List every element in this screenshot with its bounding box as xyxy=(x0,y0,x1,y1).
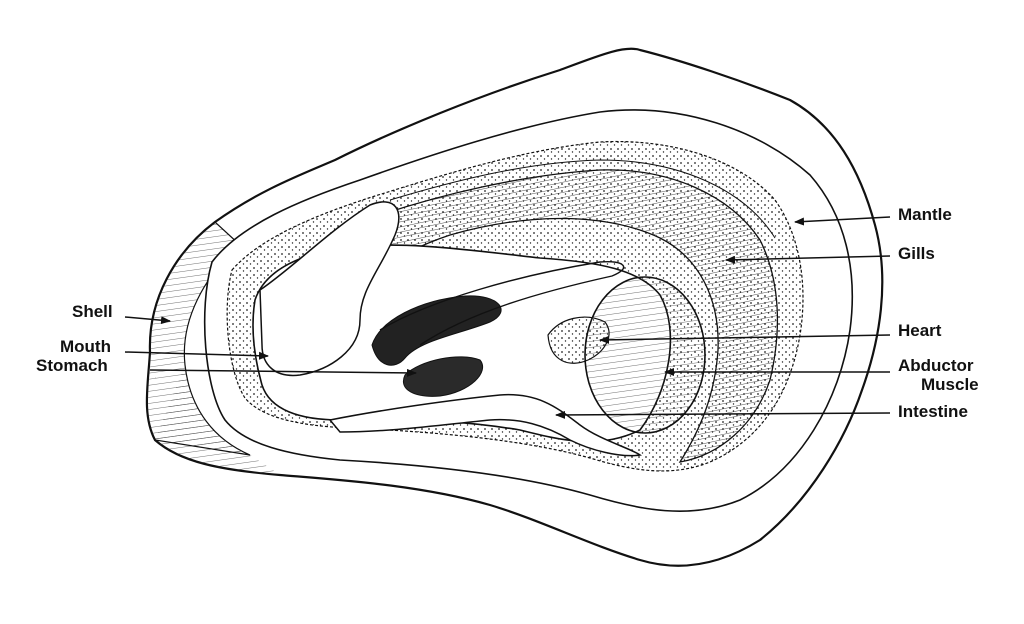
label-heart: Heart xyxy=(898,322,941,340)
label-gills: Gills xyxy=(898,245,935,263)
abductor-muscle xyxy=(585,277,705,433)
label-mouth: Mouth xyxy=(60,338,111,356)
label-muscle: Muscle xyxy=(921,376,979,394)
label-stomach: Stomach xyxy=(36,357,108,375)
label-mantle: Mantle xyxy=(898,206,952,224)
label-abductor: Abductor xyxy=(898,357,974,375)
label-intestine: Intestine xyxy=(898,403,968,421)
label-shell: Shell xyxy=(72,303,113,321)
